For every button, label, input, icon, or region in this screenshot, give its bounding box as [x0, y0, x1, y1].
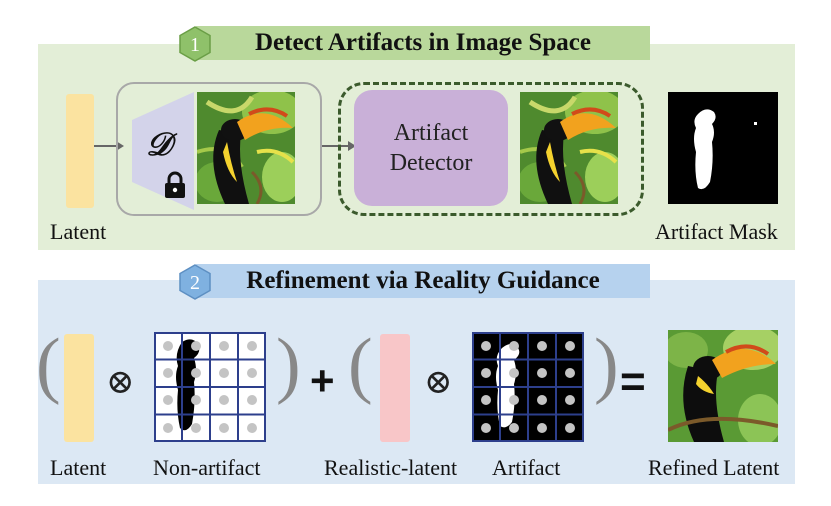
stage1-mask-label: Artifact Mask [655, 219, 778, 244]
stage1-title: Detect Artifacts in Image Space [254, 29, 591, 56]
stage2-title-bar: Refinement via Reality Guidance [196, 264, 650, 298]
plus-sign: + [310, 357, 335, 404]
stage2-latent-bar [64, 334, 94, 442]
detector-group [338, 82, 644, 216]
stage1-title-bar: Detect Artifacts in Image Space [196, 26, 650, 60]
stage1-latent-label: Latent [50, 219, 107, 244]
paren-close-1: ) [276, 324, 301, 406]
paren-open-2: ( [348, 324, 373, 406]
decoder-box [116, 82, 322, 216]
arrow-latent-to-decoder [94, 141, 124, 151]
artifact-detector: Artifact Detector [354, 90, 508, 206]
otimes-1: ⊗ [106, 364, 135, 401]
artifact-mask-image [668, 92, 778, 204]
stage2-badge: 2 [179, 264, 211, 300]
paren-open-1: ( [36, 324, 61, 406]
stage2-latent-label: Latent [50, 455, 107, 480]
arrow-decoder-to-detector [322, 141, 356, 151]
stage1-number: 1 [190, 34, 200, 56]
paren-close-2: ) [594, 324, 619, 406]
refined-latent-label: Refined Latent [648, 455, 780, 480]
otimes-2: ⊗ [424, 364, 453, 401]
decoder-trapezoid [132, 92, 194, 210]
stage1-latent-bar [66, 94, 94, 208]
artifact-grid [472, 332, 584, 442]
decoded-image [197, 92, 295, 204]
realistic-latent-label: Realistic-latent [324, 455, 458, 480]
decoder-symbol: 𝒟 [146, 126, 172, 162]
equals-sign: = [620, 357, 646, 406]
detector-input-image [520, 92, 618, 204]
artifact-label: Artifact [492, 455, 561, 480]
stage2-number: 2 [190, 272, 200, 294]
stage2-title: Refinement via Reality Guidance [246, 267, 600, 294]
nonartifact-grid [154, 332, 266, 442]
refined-image [668, 330, 778, 442]
lock-icon [165, 171, 185, 198]
realistic-latent-bar [380, 334, 410, 442]
stage1-badge: 1 [179, 26, 211, 62]
nonartifact-label: Non-artifact [153, 455, 261, 480]
